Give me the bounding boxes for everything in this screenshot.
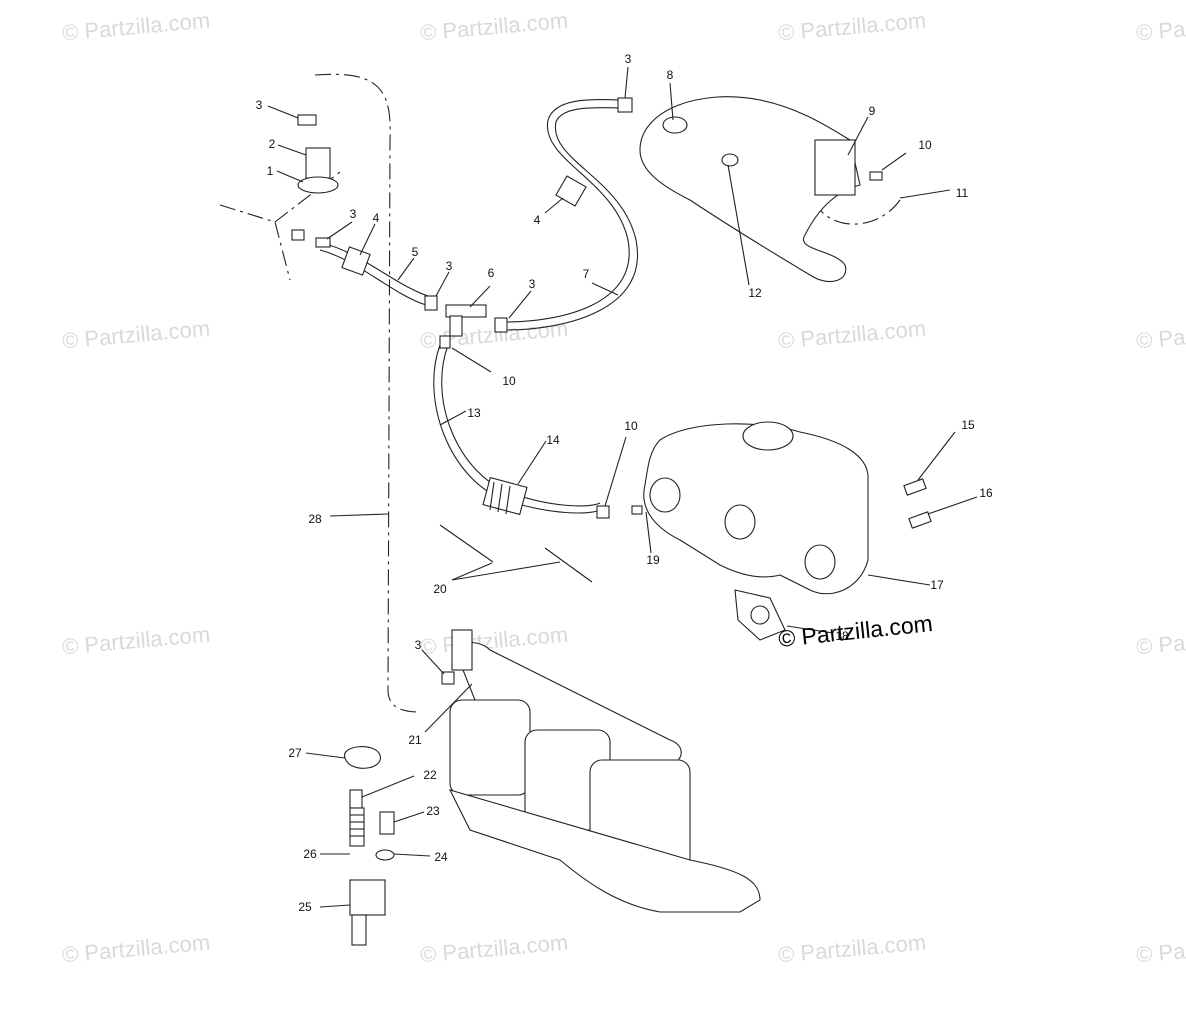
- hose-5: [319, 249, 427, 306]
- callout-number: 18: [835, 629, 849, 643]
- hose-7: [504, 99, 630, 323]
- stud-19: [631, 505, 643, 515]
- callout-number: 28: [308, 512, 322, 526]
- callout-number: 23: [426, 804, 440, 818]
- valve-22: [349, 789, 363, 809]
- callout-number: 14: [546, 433, 560, 447]
- reference-line: [219, 204, 291, 281]
- clamp-3: [494, 317, 508, 333]
- leader-lines: [267, 66, 978, 908]
- callout-number: 7: [582, 267, 590, 281]
- tee-fitting-6: [449, 315, 463, 337]
- hose-sleeve-4: [341, 246, 371, 276]
- callout-number: 16: [979, 486, 993, 500]
- callout-number: 26: [303, 847, 317, 861]
- engine-base: [448, 789, 761, 913]
- spring-26: [349, 807, 365, 847]
- callout-number: 11: [955, 186, 969, 200]
- reference-line: [314, 73, 421, 713]
- housing-25: [349, 879, 386, 916]
- hose-end: [291, 229, 305, 241]
- fitting-10: [596, 505, 610, 519]
- hose-5: [321, 242, 429, 297]
- washer-24: [375, 849, 395, 861]
- cylinder: [449, 699, 531, 796]
- callout-number: 3: [414, 638, 422, 652]
- gasket-1: [297, 176, 339, 194]
- callout-number: 12: [748, 286, 762, 300]
- fitting-2: [305, 147, 331, 179]
- callout-number: 10: [502, 374, 516, 388]
- tee-fitting-6: [445, 304, 487, 318]
- callout-number: 10: [918, 138, 932, 152]
- callout-number: 25: [298, 900, 312, 914]
- callout-number: 4: [533, 213, 541, 227]
- hose-13: [441, 344, 601, 507]
- bolt-16: [908, 511, 932, 529]
- bolt-20: [439, 524, 494, 563]
- callout-number: 3: [624, 52, 632, 66]
- callout-number: 3: [528, 277, 536, 291]
- exhaust-pipe: [639, 96, 861, 283]
- callout-number: 24: [434, 850, 448, 864]
- exhaust-tab-12: [721, 153, 739, 167]
- exhaust-spigot-8: [662, 116, 688, 134]
- reference-line: [819, 199, 901, 225]
- callout-number: 10: [624, 419, 638, 433]
- fitting-10: [869, 171, 883, 181]
- callout-number: 3: [255, 98, 263, 112]
- bolt-20: [544, 547, 593, 583]
- callout-number: 17: [930, 578, 944, 592]
- callout-number: 5: [411, 245, 419, 259]
- callout-number: 3: [349, 207, 357, 221]
- callout-number: 22: [423, 768, 437, 782]
- callout-number: 15: [961, 418, 975, 432]
- callout-number: 8: [666, 68, 674, 82]
- fitting-10: [439, 335, 451, 349]
- housing-25: [351, 914, 367, 946]
- callout-number: 21: [408, 733, 422, 747]
- bolt-15: [903, 478, 927, 496]
- clamp-3: [315, 237, 331, 248]
- callout-number: 4: [372, 211, 380, 225]
- callout-number: 9: [868, 104, 876, 118]
- callout-number: 2: [268, 137, 276, 151]
- manifold-gasket: [742, 421, 794, 451]
- exhaust-bracket-9: [814, 139, 856, 196]
- hose-sleeve-4: [555, 175, 587, 207]
- callout-number: 6: [487, 266, 495, 280]
- hose-sleeve-14: [482, 476, 528, 516]
- clamp-3: [617, 97, 633, 113]
- callout-number: 19: [646, 553, 660, 567]
- callout-number: 1: [266, 164, 274, 178]
- screw-23: [379, 811, 395, 835]
- clamp-3: [441, 671, 455, 685]
- callout-number: 27: [288, 746, 302, 760]
- clamp-3: [424, 295, 438, 311]
- hose-7: [504, 107, 639, 331]
- callout-number: 20: [433, 582, 447, 596]
- callout-number: 3: [445, 259, 453, 273]
- clamp-3: [297, 114, 317, 126]
- callout-number: 13: [467, 406, 481, 420]
- gasket-27: [344, 746, 381, 769]
- gasket-18: [734, 589, 786, 641]
- cylinder-fitting: [451, 629, 473, 671]
